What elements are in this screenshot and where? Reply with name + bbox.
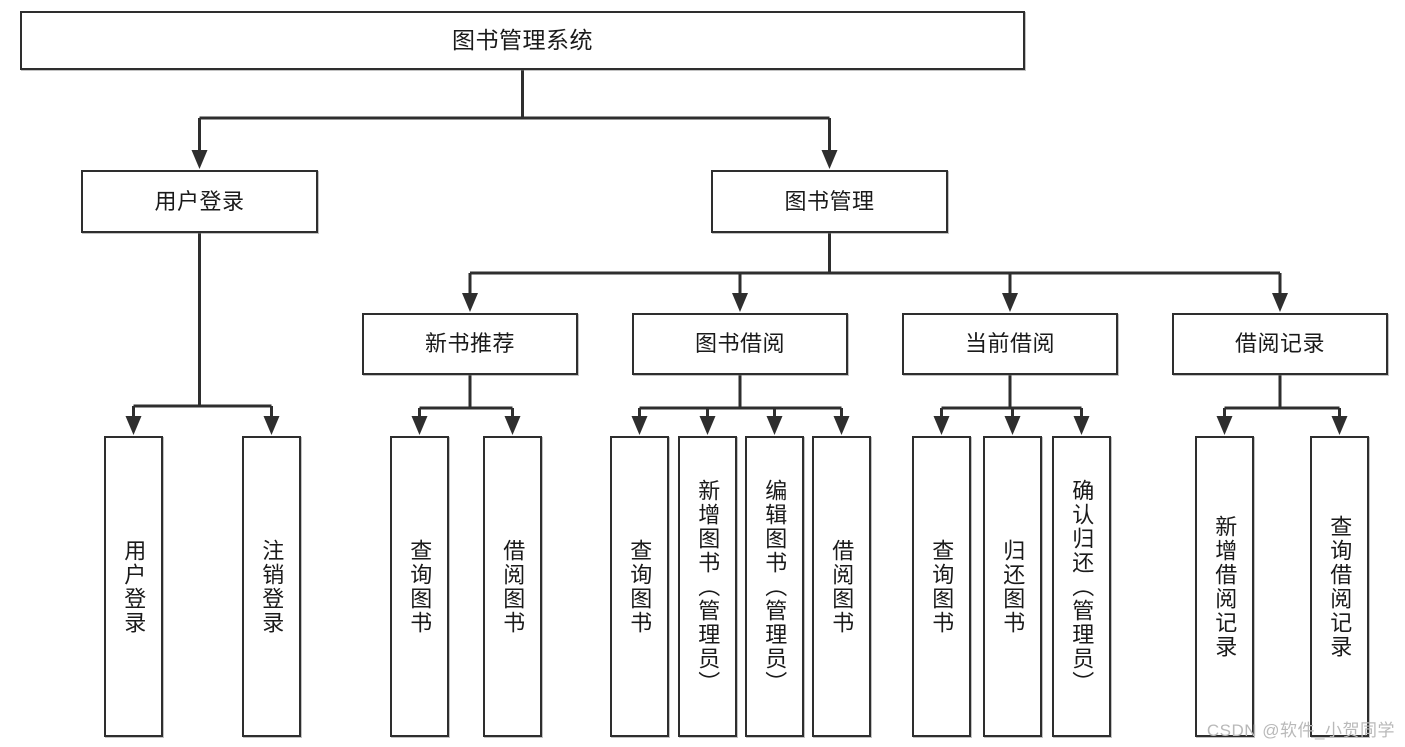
node-leaf-confirm-return[interactable]: 确认归还（管理员） bbox=[1052, 436, 1111, 737]
arrow-head bbox=[631, 416, 648, 435]
node-label: 用户登录 bbox=[154, 188, 245, 214]
node-label: 新增借阅记录 bbox=[1212, 514, 1238, 659]
node-label: 归还图书 bbox=[1000, 538, 1026, 635]
arrow-head bbox=[191, 150, 208, 169]
node-book-borrow[interactable]: 图书借阅 bbox=[632, 313, 848, 375]
arrow-head bbox=[1331, 416, 1348, 435]
node-label: 用户登录 bbox=[121, 538, 147, 635]
arrow-head bbox=[411, 416, 428, 435]
node-label: 借阅图书 bbox=[829, 538, 855, 635]
watermark-text: CSDN @软件_小贺同学 bbox=[1206, 721, 1395, 740]
arrow-head bbox=[462, 293, 478, 312]
node-root[interactable]: 图书管理系统 bbox=[20, 11, 1025, 70]
node-label: 查询图书 bbox=[627, 538, 653, 635]
node-leaf-add-book[interactable]: 新增图书（管理员） bbox=[678, 436, 737, 737]
node-label: 查询图书 bbox=[929, 538, 955, 635]
arrow-head bbox=[1216, 416, 1233, 435]
node-leaf-query-book-2[interactable]: 查询图书 bbox=[610, 436, 669, 737]
arrow-head bbox=[833, 416, 850, 435]
arrow-head bbox=[1272, 293, 1288, 312]
node-leaf-user-logout[interactable]: 注销登录 bbox=[242, 436, 301, 737]
node-leaf-user-login[interactable]: 用户登录 bbox=[104, 436, 163, 737]
node-label: 编辑图书（管理员） bbox=[762, 478, 788, 695]
node-new-book-rec[interactable]: 新书推荐 bbox=[362, 313, 578, 375]
node-label: 当前借阅 bbox=[964, 331, 1055, 357]
node-label: 确认归还（管理员） bbox=[1069, 478, 1095, 695]
node-label: 图书借阅 bbox=[694, 331, 785, 357]
arrow-head bbox=[1002, 293, 1018, 312]
node-label: 图书管理 bbox=[784, 188, 875, 214]
arrow-head bbox=[732, 293, 748, 312]
node-leaf-add-record[interactable]: 新增借阅记录 bbox=[1195, 436, 1254, 737]
node-leaf-borrow-book-1[interactable]: 借阅图书 bbox=[483, 436, 542, 737]
node-label: 图书管理系统 bbox=[452, 27, 593, 54]
node-leaf-query-record[interactable]: 查询借阅记录 bbox=[1310, 436, 1369, 737]
node-label: 新书推荐 bbox=[424, 331, 515, 357]
node-leaf-query-book-1[interactable]: 查询图书 bbox=[390, 436, 449, 737]
arrow-head bbox=[933, 416, 950, 435]
arrow-head bbox=[766, 416, 783, 435]
node-label: 查询图书 bbox=[407, 538, 433, 635]
node-label: 新增图书（管理员） bbox=[695, 478, 721, 695]
arrow-head bbox=[125, 416, 142, 435]
node-label: 借阅图书 bbox=[500, 538, 526, 635]
node-book-manage[interactable]: 图书管理 bbox=[711, 170, 948, 233]
node-leaf-edit-book[interactable]: 编辑图书（管理员） bbox=[745, 436, 804, 737]
node-leaf-borrow-book-2[interactable]: 借阅图书 bbox=[812, 436, 871, 737]
arrow-head bbox=[821, 150, 838, 169]
node-label: 借阅记录 bbox=[1234, 331, 1325, 357]
arrow-head bbox=[699, 416, 716, 435]
node-label: 注销登录 bbox=[259, 538, 285, 635]
node-leaf-query-book-3[interactable]: 查询图书 bbox=[912, 436, 971, 737]
arrow-head bbox=[504, 416, 521, 435]
node-leaf-return-book[interactable]: 归还图书 bbox=[983, 436, 1042, 737]
arrow-head bbox=[1004, 416, 1021, 435]
arrow-head bbox=[263, 416, 280, 435]
node-borrow-record[interactable]: 借阅记录 bbox=[1172, 313, 1388, 375]
node-current-borrow[interactable]: 当前借阅 bbox=[902, 313, 1118, 375]
node-user-login[interactable]: 用户登录 bbox=[81, 170, 318, 233]
node-label: 查询借阅记录 bbox=[1327, 514, 1353, 659]
arrow-head bbox=[1073, 416, 1090, 435]
